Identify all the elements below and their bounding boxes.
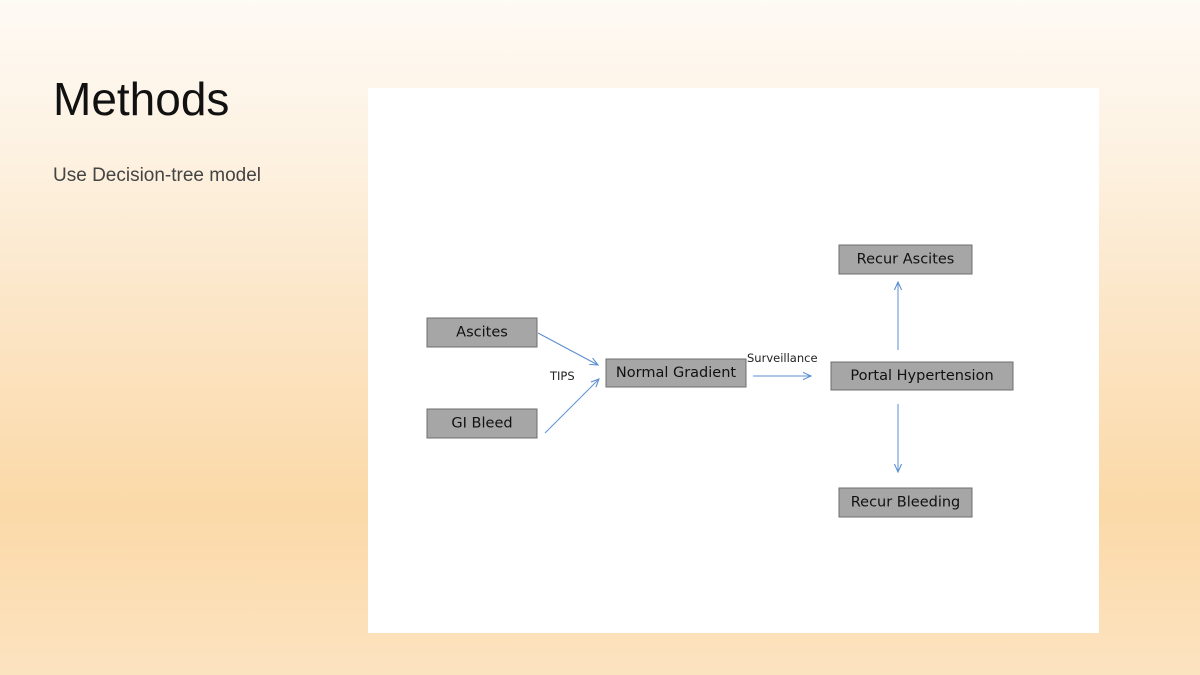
slide-subtitle: Use Decision-tree model <box>53 165 262 186</box>
edge-label-surveillance: Surveillance <box>747 351 818 365</box>
node-ascites-label: Ascites <box>456 325 508 341</box>
node-recur-bleeding-label: Recur Bleeding <box>851 495 961 511</box>
node-recur-bleeding: Recur Bleeding <box>838 487 973 518</box>
edge-label-tips: TIPS <box>549 369 575 383</box>
edge-ascites-to-normal-gradient <box>537 332 598 365</box>
edge-gi-bleed-to-normal-gradient <box>544 379 599 434</box>
node-portal-hypertension-label: Portal Hypertension <box>850 368 993 384</box>
node-gi-bleed: GI Bleed <box>426 408 538 439</box>
node-gi-bleed-label: GI Bleed <box>451 416 512 432</box>
node-ascites: Ascites <box>426 317 538 348</box>
node-recur-ascites: Recur Ascites <box>838 244 973 275</box>
node-portal-hypertension: Portal Hypertension <box>830 361 1014 391</box>
slide-title: Methods <box>53 73 230 125</box>
node-normal-gradient: Normal Gradient <box>605 358 747 388</box>
decision-tree-figure: TIPS Surveillance Ascites GI Bleed Norma… <box>368 88 1099 633</box>
node-normal-gradient-label: Normal Gradient <box>616 365 736 381</box>
node-recur-ascites-label: Recur Ascites <box>857 252 955 268</box>
